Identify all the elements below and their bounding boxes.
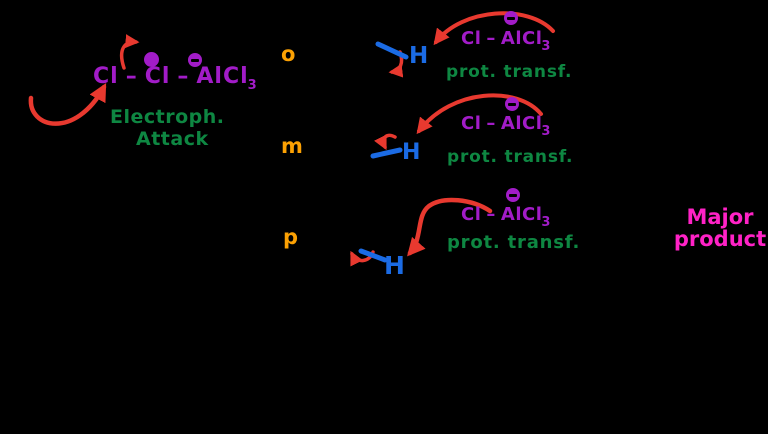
complex-cl-para: Cl bbox=[461, 204, 482, 225]
reagent-cl1: Cl bbox=[93, 64, 119, 89]
alcl4-complex-para: Cl – AlCl3 bbox=[461, 204, 552, 230]
minus-charge-icon-meta bbox=[505, 97, 519, 111]
electrophilic-attack-label-line2: Attack bbox=[136, 128, 209, 150]
minus-charge-icon-ortho bbox=[504, 11, 518, 25]
major-product-line2: product bbox=[673, 227, 767, 251]
alcl4-complex-meta: Cl – AlCl3 bbox=[461, 113, 552, 139]
major-product-label: Major product bbox=[672, 206, 768, 250]
benzene-attack-arrow bbox=[28, 83, 107, 126]
electrophilic-attack-label-line1: Electroph. bbox=[110, 106, 225, 128]
proton-transfer-label-ortho: prot. transf. bbox=[446, 62, 573, 82]
complex-bond-para: – bbox=[486, 204, 496, 225]
complex-alcl3-ortho: AlCl3 bbox=[500, 28, 551, 54]
reagent-bond2: – bbox=[177, 64, 190, 89]
reagent-cl2: Cl bbox=[144, 64, 171, 89]
proton-transfer-label-para: prot. transf. bbox=[447, 232, 581, 253]
alcl4-complex-ortho: Cl – AlCl3 bbox=[461, 28, 552, 54]
complex-alcl3-para: AlCl3 bbox=[500, 204, 551, 230]
minus-charge-icon-para bbox=[506, 188, 520, 202]
plus-charge-icon bbox=[144, 52, 159, 67]
h-atom-para: H bbox=[384, 251, 405, 280]
h-atom-ortho: H bbox=[409, 43, 429, 69]
ch-bond-meta bbox=[370, 147, 403, 159]
complex-bond-ortho: – bbox=[486, 28, 496, 49]
complex-bond-meta: – bbox=[486, 113, 496, 134]
ch-bond-ortho bbox=[375, 41, 409, 60]
reagent-bond1: – bbox=[125, 64, 138, 89]
reagent-complex: Cl – Cl – AlCl3 bbox=[93, 64, 259, 93]
ch-bond-arrow-para bbox=[350, 250, 375, 267]
ch-bond-para bbox=[358, 248, 388, 263]
major-product-line1: Major bbox=[686, 205, 754, 229]
minus-charge-icon bbox=[188, 53, 202, 67]
position-label-meta: m bbox=[281, 134, 303, 158]
complex-cl-meta: Cl bbox=[461, 113, 482, 134]
position-label-ortho: o bbox=[281, 42, 296, 66]
reagent-alcl3: AlCl3 bbox=[196, 64, 258, 93]
h-atom-meta: H bbox=[402, 140, 421, 165]
ch-bond-arrow-ortho bbox=[388, 50, 404, 78]
position-label-para: p bbox=[283, 225, 299, 249]
complex-alcl3-meta: AlCl3 bbox=[500, 113, 551, 139]
complex-cl-ortho: Cl bbox=[461, 28, 482, 49]
ch-bond-arrow-meta bbox=[374, 133, 397, 151]
proton-transfer-label-meta: prot. transf. bbox=[447, 147, 574, 167]
